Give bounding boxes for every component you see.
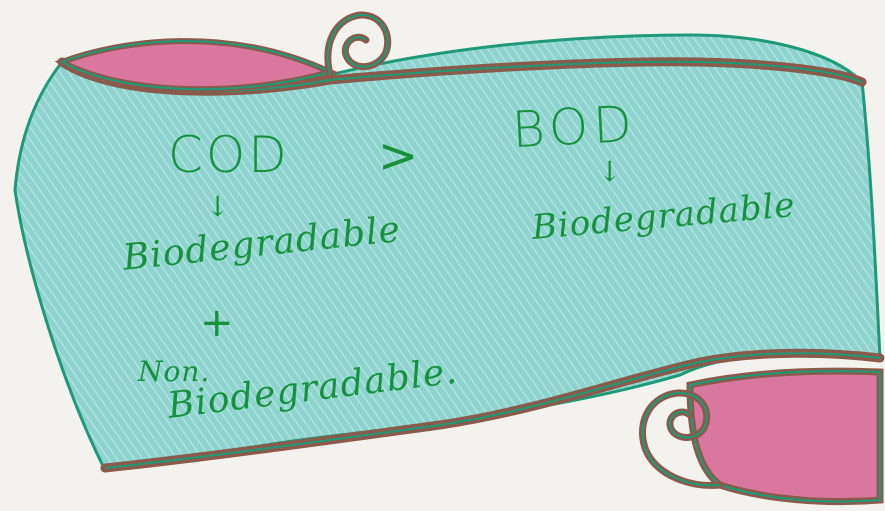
bod-label: BOD <box>511 95 639 159</box>
bod-down-arrow-icon: ↓ <box>598 155 622 188</box>
cod-down-arrow-icon: ↓ <box>206 190 230 223</box>
cod-label: COD <box>168 126 290 184</box>
plus-symbol: + <box>200 300 235 346</box>
greater-than-symbol: > <box>378 128 419 184</box>
